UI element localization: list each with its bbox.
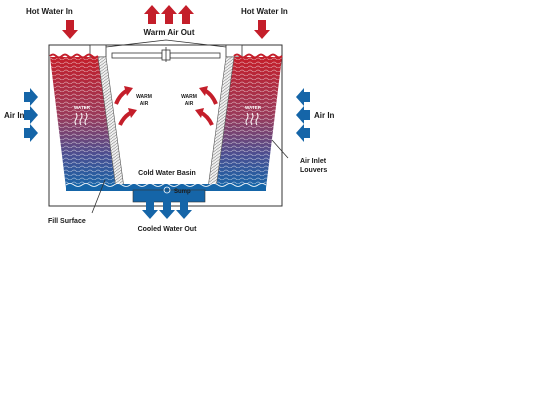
cooled-water-out-arrow-3 bbox=[176, 200, 192, 219]
air-in-left-arrow-2 bbox=[24, 106, 38, 124]
water-drops-right bbox=[245, 112, 259, 126]
warm-air-right-label-2: AIR bbox=[185, 101, 194, 107]
warm-air-out-label: Warm Air Out bbox=[144, 28, 195, 37]
warm-air-left-label-2: AIR bbox=[140, 101, 149, 107]
fan-deck-roof bbox=[105, 39, 227, 48]
basin-waves bbox=[65, 183, 267, 187]
cooled-water-out-arrow-2 bbox=[159, 200, 175, 219]
air-inlet-louvers-label-1: Air Inlet bbox=[300, 158, 327, 165]
air-in-right-arrow-2 bbox=[296, 106, 310, 124]
fill-surface-leader bbox=[91, 179, 106, 214]
right-hot-water-surface bbox=[233, 53, 283, 59]
water-right-label: WATER bbox=[245, 105, 262, 110]
air-in-right-label: Air In bbox=[314, 111, 335, 120]
cold-water-basin-label: Cold Water Basin bbox=[138, 170, 196, 177]
air-inlet-louvers-label-2: Louvers bbox=[300, 167, 327, 174]
warm-air-right-label-1: WARM bbox=[181, 94, 197, 100]
hot-water-in-left-arrow bbox=[62, 20, 78, 39]
sump-drain bbox=[163, 186, 171, 194]
louvers-leader bbox=[271, 139, 289, 159]
fan-blade-left bbox=[111, 52, 163, 59]
air-in-left-arrow-3 bbox=[24, 124, 38, 142]
hot-water-in-right-label: Hot Water In bbox=[241, 7, 288, 16]
warm-air-curve-arrows bbox=[114, 86, 218, 126]
fill-surface-label: Fill Surface bbox=[48, 218, 86, 225]
left-louvers-slats bbox=[98, 57, 124, 188]
hot-water-in-left-label: Hot Water In bbox=[26, 7, 73, 16]
left-fill-texture bbox=[50, 57, 116, 188]
cooled-water-out-arrow-1 bbox=[142, 200, 158, 219]
cooled-water-out-label: Cooled Water Out bbox=[138, 226, 198, 233]
left-hot-water-surface bbox=[49, 53, 99, 59]
water-left-label: WATER bbox=[74, 105, 91, 110]
water-drops-left bbox=[74, 112, 88, 126]
air-in-left-arrow-1 bbox=[24, 88, 38, 106]
air-in-right-arrow-3 bbox=[296, 124, 310, 142]
warm-air-out-arrow-2 bbox=[161, 5, 177, 24]
air-in-right-arrow-1 bbox=[296, 88, 310, 106]
warm-air-out-arrow-1 bbox=[144, 5, 160, 24]
air-in-left-label: Air In bbox=[4, 111, 25, 120]
hot-water-in-right-arrow bbox=[254, 20, 270, 39]
warm-air-left-label-1: WARM bbox=[136, 94, 152, 100]
sump-label: Sump bbox=[174, 189, 191, 195]
right-louvers-slats bbox=[208, 57, 234, 188]
warm-air-out-arrow-3 bbox=[178, 5, 194, 24]
right-fill-texture bbox=[216, 57, 282, 188]
fan-blade-right bbox=[169, 52, 221, 59]
